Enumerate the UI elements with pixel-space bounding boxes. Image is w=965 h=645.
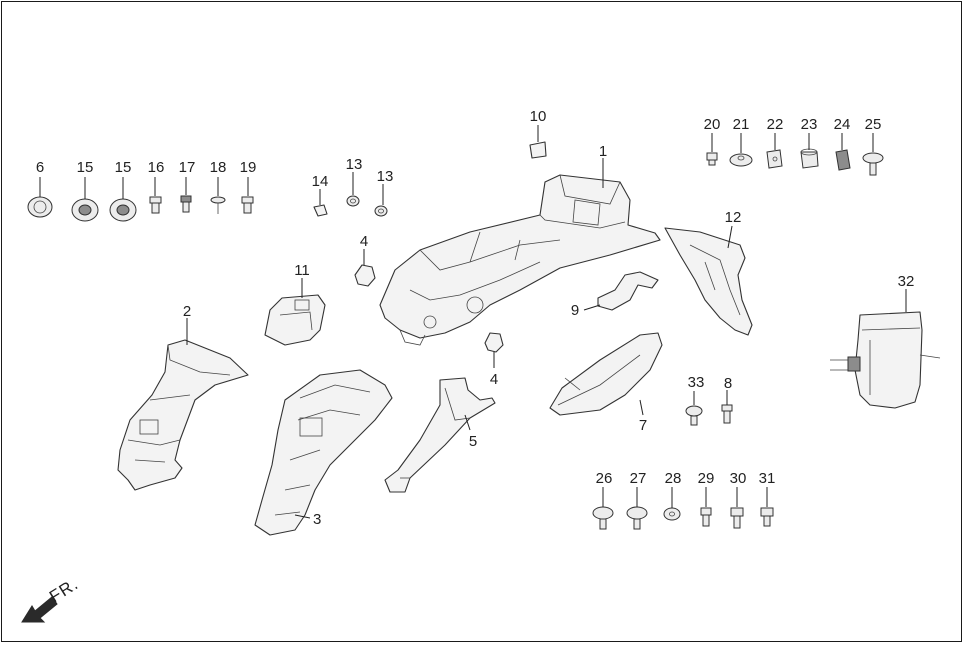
callout-15b: 15 (115, 159, 132, 176)
callout-31: 31 (759, 470, 776, 487)
callout-6: 6 (36, 159, 44, 176)
part-30-bolt (730, 507, 744, 529)
callout-3: 3 (313, 511, 321, 528)
part-1-rear-inner-frame (379, 174, 661, 346)
part-28-washer (663, 507, 681, 521)
part-16-bolt (149, 196, 162, 214)
part-4-clip-lower (484, 332, 504, 353)
callout-16: 16 (148, 159, 165, 176)
callout-29: 29 (698, 470, 715, 487)
callout-8: 8 (724, 375, 732, 392)
callout-27: 27 (630, 470, 647, 487)
part-13-washer-b (374, 205, 388, 217)
front-arrow-icon (21, 596, 58, 623)
part-21-washer (729, 153, 753, 167)
part-25-screw (862, 152, 884, 176)
callout-21: 21 (733, 116, 750, 133)
callout-12: 12 (725, 209, 742, 226)
part-31-bolt (760, 507, 774, 527)
part-7-side-cover (549, 332, 663, 416)
part-4-clip-upper (354, 264, 376, 287)
callout-9: 9 (571, 302, 579, 319)
leader-3 (294, 514, 311, 519)
part-27-screw (626, 506, 648, 530)
part-26-screw (592, 506, 614, 530)
leader-12 (727, 225, 733, 249)
callout-19: 19 (240, 159, 257, 176)
part-3-rear-fender (254, 369, 393, 536)
part-9-small-bracket (597, 271, 659, 311)
leader-7 (639, 399, 644, 416)
callout-24: 24 (834, 116, 851, 133)
callout-13b: 13 (377, 168, 394, 185)
callout-28: 28 (665, 470, 682, 487)
callout-5: 5 (469, 433, 477, 450)
callout-30: 30 (730, 470, 747, 487)
callout-1: 1 (599, 143, 607, 160)
callout-23: 23 (801, 116, 818, 133)
callout-7: 7 (639, 417, 647, 434)
part-23-collar (800, 148, 819, 169)
callout-2: 2 (183, 303, 191, 320)
part-20-nut (706, 152, 718, 166)
part-15-grommet-a (71, 198, 99, 222)
part-18-screw (210, 196, 226, 214)
callout-15a: 15 (77, 159, 94, 176)
part-11-box (264, 294, 326, 346)
leader-9 (583, 304, 601, 311)
callout-20: 20 (704, 116, 721, 133)
callout-17: 17 (179, 159, 196, 176)
callout-13a: 13 (346, 156, 363, 173)
callout-18: 18 (210, 159, 227, 176)
part-33-screw (685, 405, 703, 426)
part-13-washer-a (346, 195, 360, 207)
part-2-license-bracket (117, 339, 249, 491)
part-12-splash-guard (664, 227, 753, 336)
part-19-bolt (241, 196, 254, 214)
part-32-box-unit (830, 311, 941, 409)
callout-4a: 4 (360, 233, 368, 250)
part-10-clip (529, 141, 547, 159)
callout-11: 11 (294, 262, 310, 279)
callout-33: 33 (688, 374, 705, 391)
leader-5 (464, 414, 471, 431)
part-14-clip (313, 204, 328, 217)
callout-10: 10 (530, 108, 547, 125)
callout-14: 14 (312, 173, 329, 190)
part-8-bolt (721, 404, 733, 424)
part-5-stay-bracket (384, 377, 496, 493)
front-direction-indicator: FR. (21, 574, 82, 623)
part-24-speed-nut (835, 149, 851, 171)
part-6-grommet (27, 196, 53, 218)
part-29-bolt (700, 507, 712, 527)
callout-32: 32 (898, 273, 915, 290)
part-22-clip-nut (766, 149, 783, 169)
callout-22: 22 (767, 116, 784, 133)
callout-4b: 4 (490, 371, 498, 388)
callout-25: 25 (865, 116, 882, 133)
part-17-bolt (180, 195, 192, 213)
callout-26: 26 (596, 470, 613, 487)
part-15-grommet-b (109, 198, 137, 222)
